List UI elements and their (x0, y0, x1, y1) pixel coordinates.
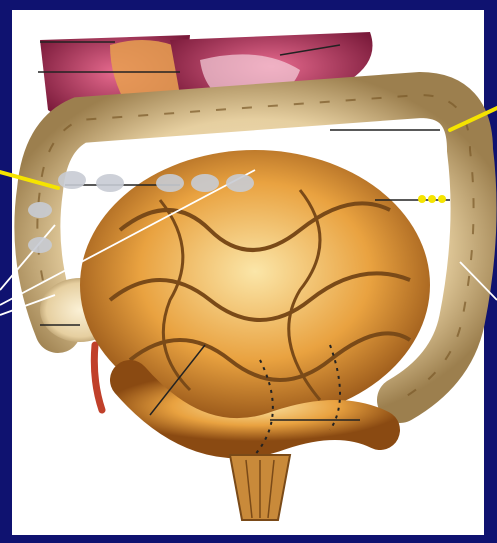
placeholder-oval (28, 237, 52, 253)
placeholder-oval (156, 174, 184, 192)
highlight-dot (418, 195, 426, 203)
placeholder-oval (96, 174, 124, 192)
placeholder-oval (191, 174, 219, 192)
highlight-dot (438, 195, 446, 203)
highlight-markers (418, 195, 446, 203)
placeholder-oval (28, 202, 52, 218)
placeholder-oval (58, 171, 86, 189)
placeholder-oval (226, 174, 254, 192)
appendix-shape (94, 345, 102, 410)
highlight-dot (428, 195, 436, 203)
small-intestine (80, 150, 430, 460)
